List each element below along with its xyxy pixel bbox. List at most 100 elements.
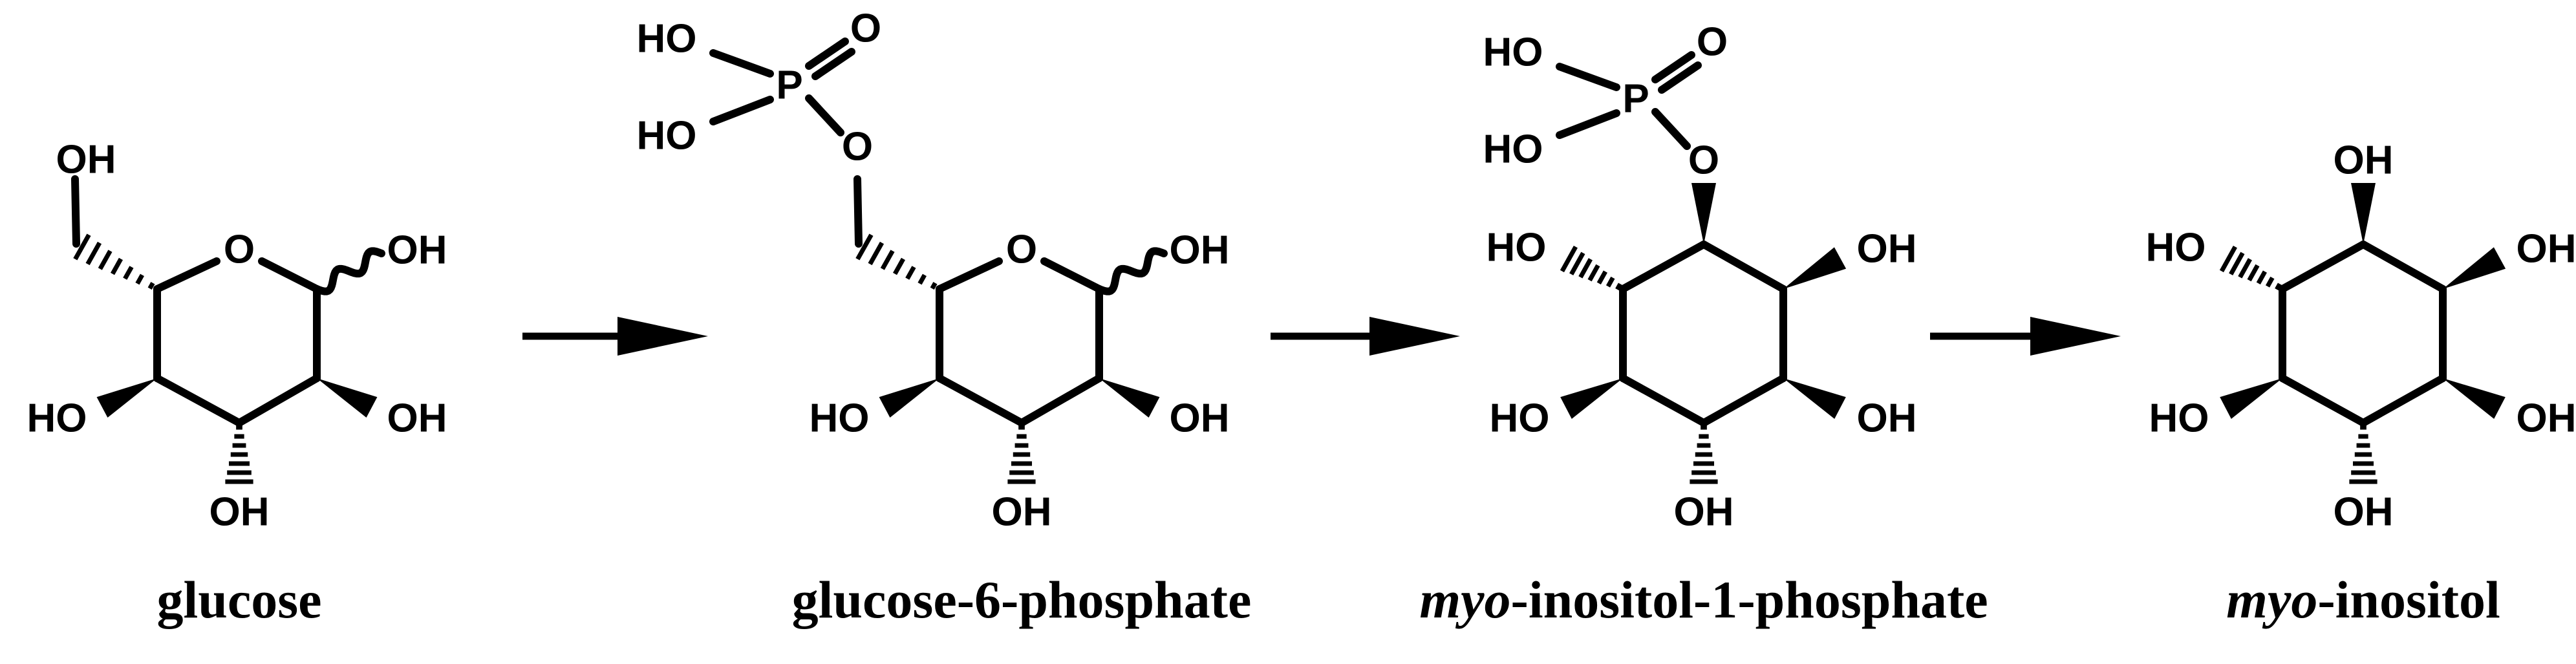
- p-o-double-bond: [1651, 51, 1695, 83]
- compound-name: myo-inositol: [2226, 570, 2500, 629]
- ring-bond: [2359, 374, 2447, 427]
- p-o-bond: [805, 94, 844, 136]
- bottom-hydroxyl-label: OH: [2334, 490, 2394, 535]
- ring-bond: [258, 257, 321, 293]
- ester-oxygen-label: O: [1688, 138, 1719, 183]
- bottom-hydroxyl-label: OH: [1674, 490, 1734, 535]
- ring-bond: [1018, 374, 1103, 427]
- ring-bond: [1619, 241, 1708, 293]
- ul-hydroxyl-label: HO: [1487, 226, 1547, 270]
- p-oh-bond: [709, 96, 774, 125]
- lr-wedge-bond: [1783, 378, 1846, 419]
- c2-hydroxyl-label: OH: [387, 396, 447, 441]
- c2-hydroxyl-label: OH: [1170, 396, 1230, 441]
- ur-wedge-bond: [1783, 247, 1847, 289]
- c3-hash-bond: [1007, 425, 1036, 484]
- reaction-arrow-2: [1271, 317, 1460, 356]
- c4-hydroxyl-label: HO: [27, 396, 87, 441]
- arrow-head: [1369, 317, 1460, 356]
- ur-hydroxyl-label: OH: [2517, 227, 2576, 272]
- anomeric-hydroxyl-label: OH: [387, 228, 447, 273]
- compound-name-text: -inositol-1-phosphate: [1511, 570, 1988, 629]
- c1-wedge-bond: [2351, 183, 2376, 244]
- anomeric-hydroxyl-label: OH: [1170, 228, 1230, 273]
- glucose-structure: O OH OH HO OH OH glucose: [27, 138, 447, 630]
- ring-bond: [2279, 374, 2367, 427]
- lr-hydroxyl-label: OH: [2517, 396, 2576, 441]
- lr-wedge-bond: [2443, 378, 2506, 419]
- p-oh-bond: [709, 49, 774, 78]
- bottom-hash-bond: [1690, 425, 1718, 484]
- c4-wedge-bond: [96, 378, 157, 418]
- compound-name: myo-inositol-1-phosphate: [1419, 570, 1988, 629]
- ring-bond: [1700, 241, 1787, 293]
- anomeric-wavy-bond: [1095, 247, 1168, 295]
- ring-bond: [2359, 241, 2447, 293]
- ll-hydroxyl-label: HO: [1490, 396, 1550, 441]
- c2-wedge-bond: [1099, 378, 1160, 418]
- reaction-arrow-3: [1930, 317, 2121, 356]
- glucose-6-phosphate-structure: O OH P HO HO O O HO OH OH glucose-6-phosphate: [637, 6, 1252, 630]
- ll-wedge-bond: [1560, 378, 1623, 419]
- primary-hydroxyl-label: OH: [56, 138, 116, 182]
- p-hydroxyl-label: HO: [637, 114, 697, 158]
- c3-hash-bond: [225, 425, 253, 484]
- lr-hydroxyl-label: OH: [1857, 396, 1917, 441]
- c6-o-bond: [71, 175, 80, 248]
- c3-hydroxyl-label: OH: [209, 490, 270, 535]
- p-o-double-bond: [1658, 61, 1702, 94]
- p-oh-bond: [1556, 109, 1620, 139]
- compound-name-italic-prefix: myo: [1419, 570, 1510, 629]
- c2-wedge-bond: [317, 378, 378, 418]
- p-o-double-bond: [805, 37, 849, 70]
- compound-name: glucose: [156, 570, 321, 629]
- p-hydroxyl-label: HO: [637, 17, 697, 61]
- compound-name-text: glucose-6-phosphate: [792, 570, 1252, 629]
- ul-hydroxyl-label: HO: [2146, 226, 2206, 270]
- compound-name-italic-prefix: myo: [2226, 570, 2317, 629]
- p-hydroxyl-label: HO: [1483, 30, 1543, 75]
- ring-bond: [153, 257, 220, 293]
- arrow-head: [617, 317, 708, 356]
- ring-bond: [936, 257, 1003, 293]
- ring-bond: [1619, 374, 1708, 427]
- compound-name-text: -inositol: [2317, 570, 2500, 629]
- reaction-arrow-1: [522, 317, 708, 356]
- ring-bond: [1700, 374, 1787, 427]
- p-hydroxyl-label: HO: [1483, 127, 1543, 172]
- ring-bond: [1040, 257, 1103, 293]
- ester-oxygen-label: O: [842, 125, 873, 169]
- c6-o-bond: [853, 175, 863, 248]
- ring-bond: [936, 374, 1025, 427]
- c1-wedge-bond: [1691, 183, 1716, 244]
- p-o-bond: [1651, 108, 1691, 150]
- phosphorus-label: P: [776, 63, 802, 108]
- myo-inositol-structure: OH HO OH HO OH OH myo-inositol: [2146, 138, 2576, 630]
- bottom-hash-bond: [2349, 425, 2377, 484]
- c4-wedge-bond: [879, 378, 939, 418]
- ring-bond: [153, 374, 243, 427]
- c1-hydroxyl-label: OH: [2334, 138, 2394, 183]
- ring-bond: [2279, 241, 2367, 293]
- c4-hydroxyl-label: HO: [810, 396, 870, 441]
- compound-name-text: glucose: [156, 570, 321, 629]
- ur-hydroxyl-label: OH: [1857, 227, 1917, 272]
- ul-hash-bond: [2219, 245, 2282, 291]
- ul-hash-bond: [1560, 245, 1622, 291]
- p-o-double-bond: [811, 48, 855, 80]
- ring-bond: [235, 374, 321, 427]
- anomeric-wavy-bond: [313, 247, 385, 295]
- ring-oxygen-label: O: [224, 228, 255, 272]
- phosphorus-label: P: [1622, 77, 1649, 122]
- ll-wedge-bond: [2220, 378, 2282, 419]
- p-oxo-label: O: [850, 6, 881, 51]
- ring-oxygen-label: O: [1006, 228, 1037, 272]
- arrow-head: [2030, 317, 2121, 356]
- compound-name: glucose-6-phosphate: [792, 570, 1252, 629]
- p-oh-bond: [1556, 63, 1620, 91]
- c3-hydroxyl-label: OH: [992, 490, 1052, 535]
- c6-hash-bond: [73, 233, 155, 290]
- ll-hydroxyl-label: HO: [2149, 396, 2209, 441]
